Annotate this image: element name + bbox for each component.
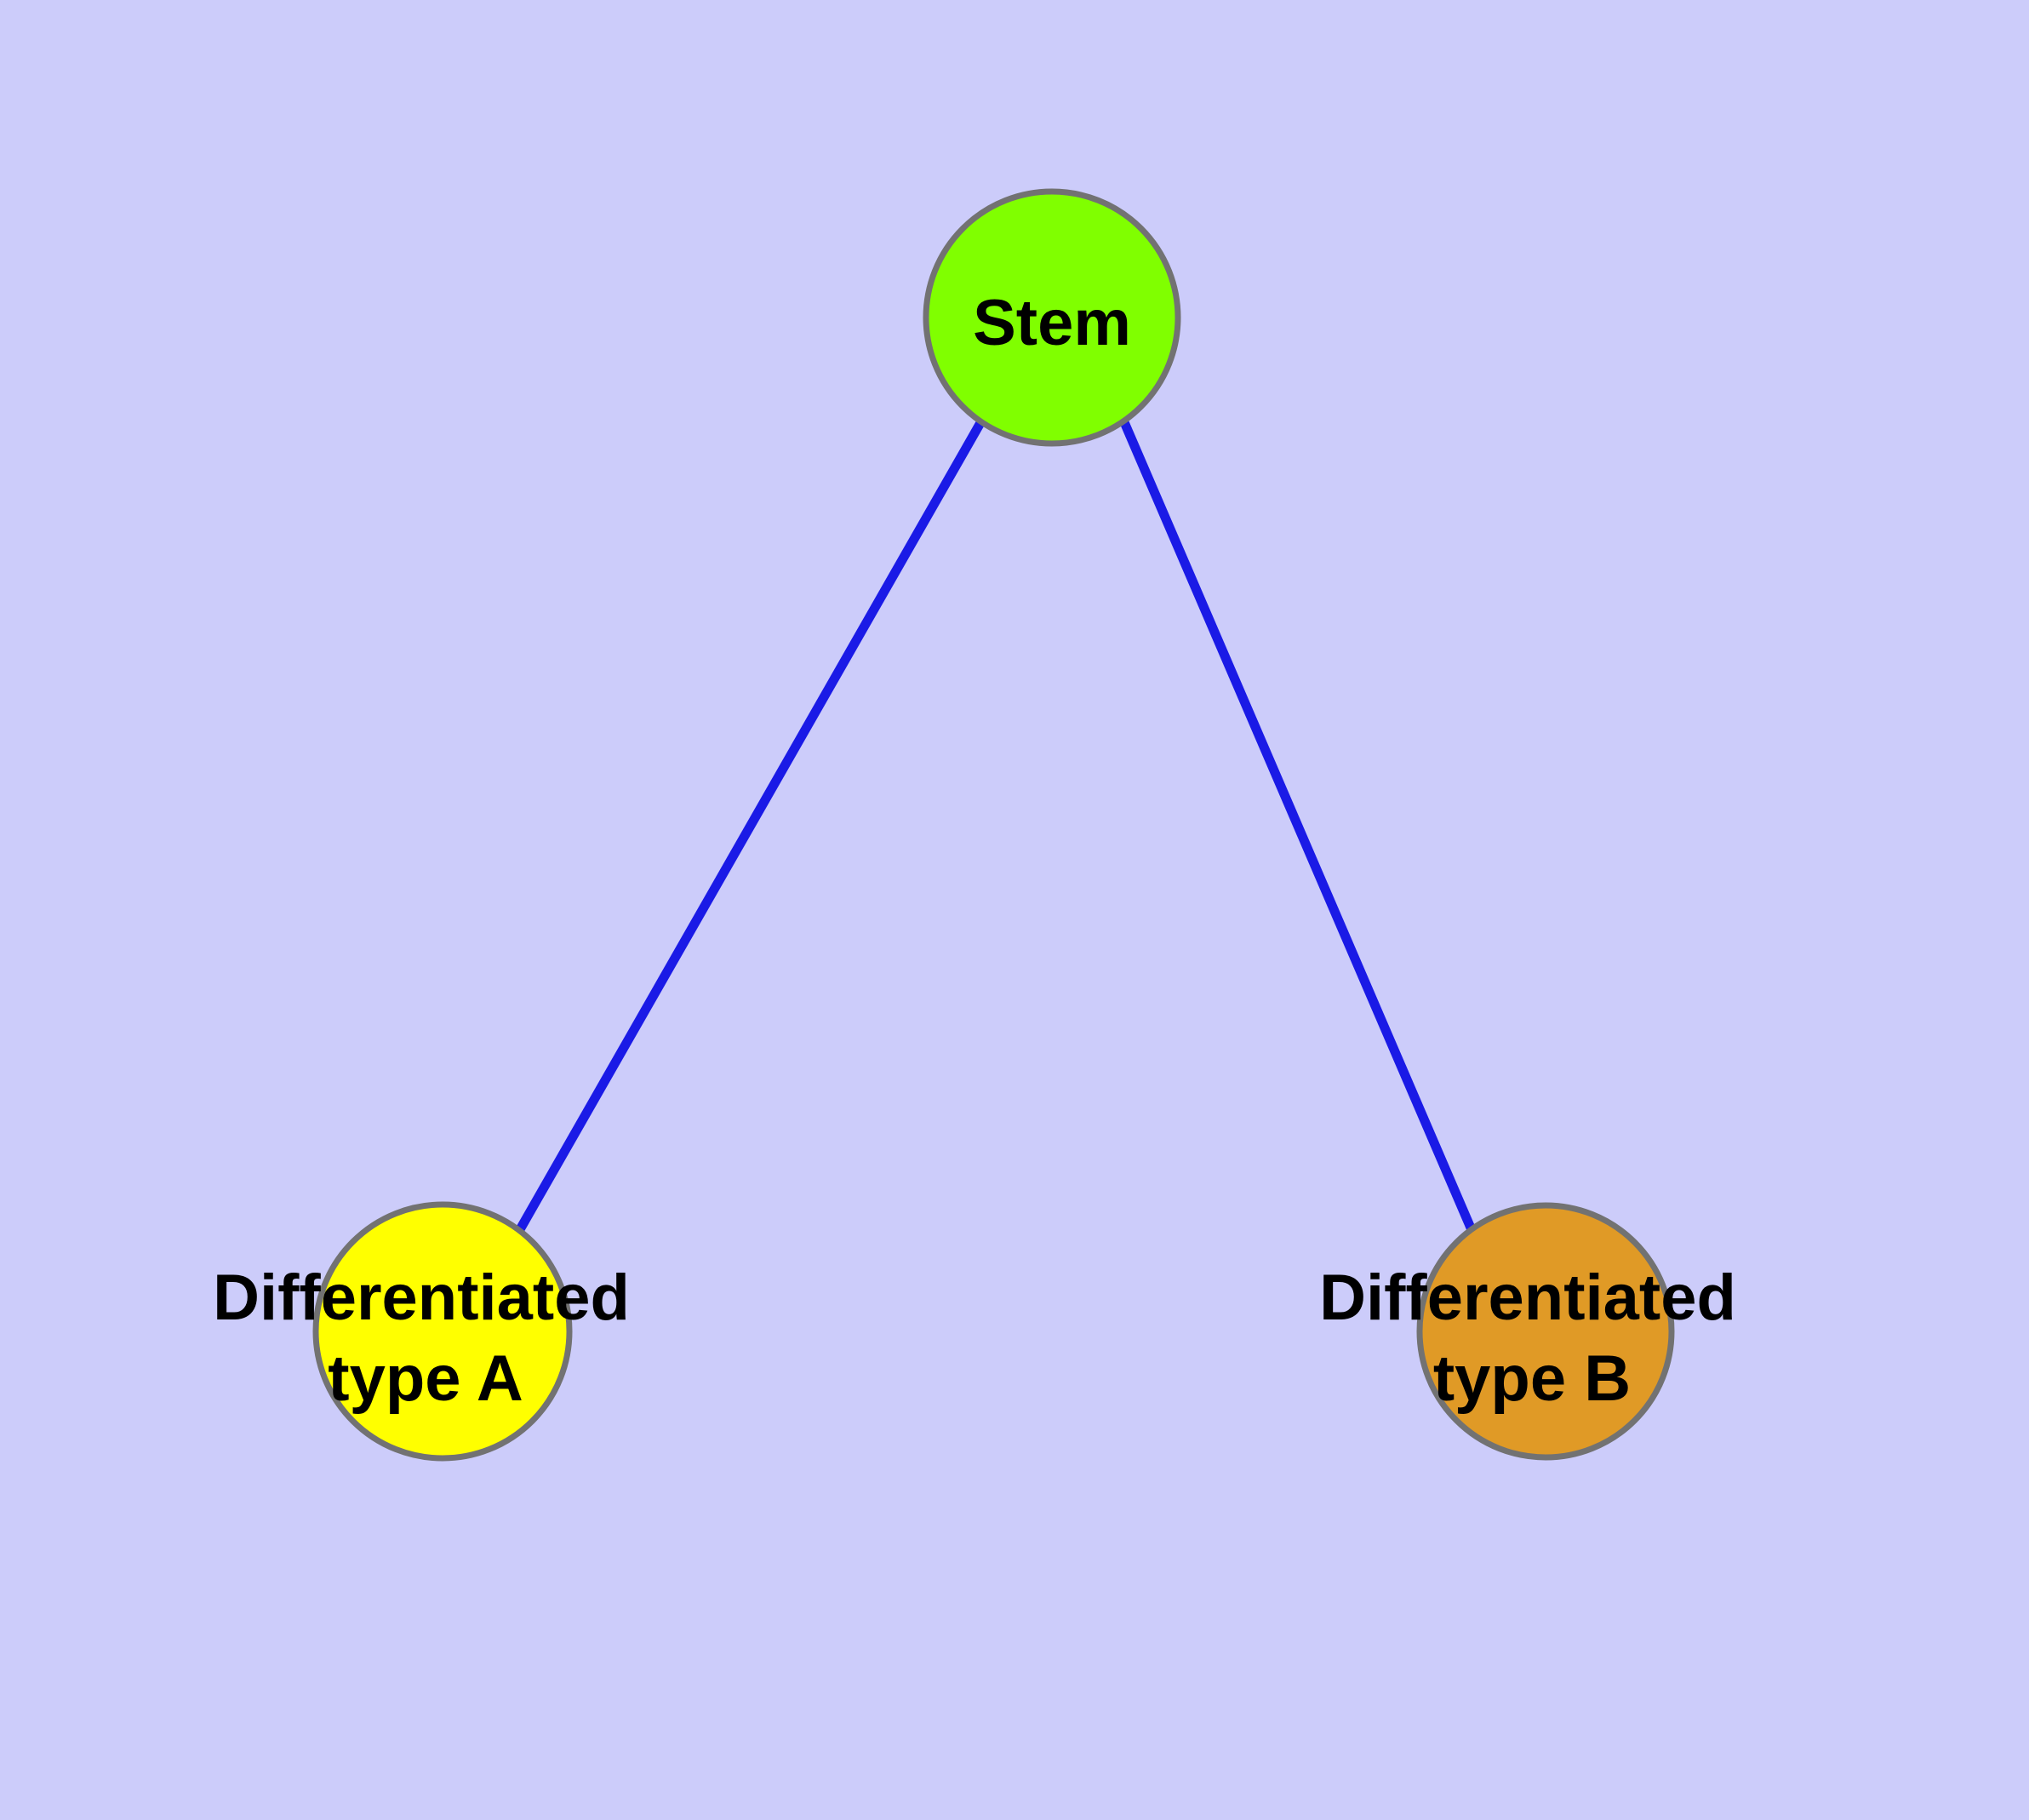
node-differentiated-type-b[interactable] (1416, 1202, 1675, 1461)
node-differentiated-type-a[interactable] (312, 1201, 573, 1462)
edge-stem-to-differentiated-type-b[interactable] (1119, 420, 1477, 1234)
node-stem-label: Stem (973, 287, 1131, 359)
node-stem[interactable]: Stem (923, 188, 1181, 447)
node-differentiated-type-b-label-line2: type B (1433, 1342, 1631, 1415)
node-differentiated-type-b-label-line1: Differentiated (1319, 1262, 1736, 1334)
node-differentiated-type-b-circle[interactable] (1416, 1202, 1675, 1461)
edge-layer (515, 419, 1477, 1234)
edge-stem-to-differentiated-type-a[interactable] (515, 419, 986, 1233)
node-differentiated-type-a-circle[interactable] (312, 1201, 573, 1462)
node-stem-circle[interactable] (923, 188, 1181, 447)
node-differentiated-type-a-label-line1: Differentiated (213, 1262, 630, 1334)
node-layer: Stem Differentiated type A Differentiate… (213, 188, 1736, 1462)
node-differentiated-type-a-label-line2: type A (328, 1342, 523, 1415)
